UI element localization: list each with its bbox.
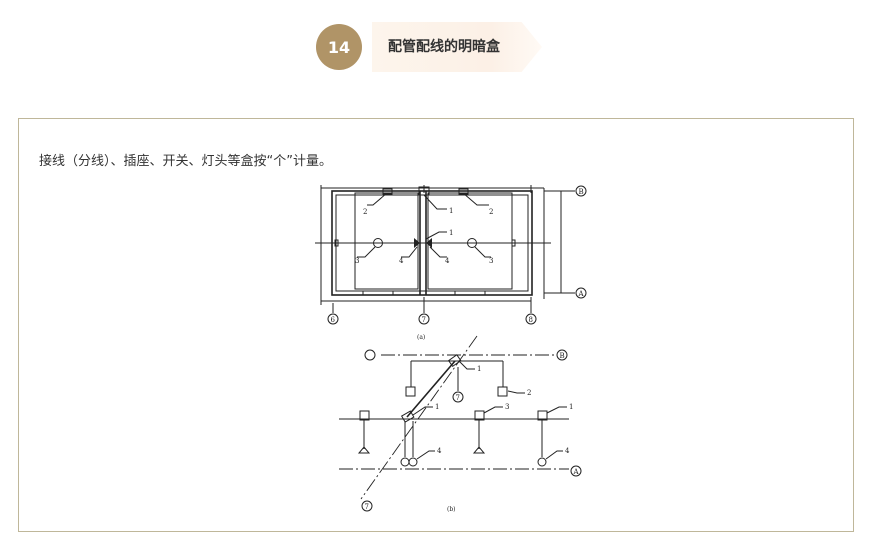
plan-a-callout-2: 2 bbox=[363, 208, 367, 216]
wiring-box-diagram: 1 2 2 1 3 4 4 3 B A 6 7 bbox=[315, 185, 587, 513]
isometric-view-b: B A 7 7 bbox=[339, 335, 582, 513]
view-b-axis-7-top: 7 bbox=[456, 394, 460, 402]
plan-a-callout-8: 3 bbox=[489, 257, 493, 265]
section-header: 14 配管配线的明暗盒 bbox=[316, 20, 556, 76]
plan-a-callout-4: 1 bbox=[449, 229, 453, 237]
view-b-callout-6: 4 bbox=[437, 447, 442, 455]
title-banner bbox=[372, 22, 542, 72]
view-b-callout-5: 1 bbox=[569, 403, 573, 411]
view-b-callout-2: 2 bbox=[527, 389, 531, 397]
view-b-callout-1: 1 bbox=[477, 365, 481, 373]
plan-a-callout-1: 1 bbox=[449, 207, 453, 215]
plan-a-callout-3: 2 bbox=[489, 208, 493, 216]
plan-view-a: 1 2 2 1 3 4 4 3 B A 6 7 bbox=[315, 185, 587, 341]
plan-a-axis-6: 6 bbox=[331, 316, 336, 324]
plan-a-axis-a: A bbox=[578, 290, 585, 298]
plan-a-callout-7: 4 bbox=[445, 257, 450, 265]
description-text: 接线（分线）、插座、开关、灯头等盒按“个”计量。 bbox=[39, 154, 332, 169]
view-b-axis-7-bottom: 7 bbox=[365, 503, 369, 511]
section-title: 配管配线的明暗盒 bbox=[388, 39, 500, 55]
view-b-axis-b: B bbox=[560, 352, 565, 360]
view-b-callout-7: 4 bbox=[565, 447, 570, 455]
plan-a-axis-7: 7 bbox=[422, 316, 426, 324]
plan-a-axis-b: B bbox=[579, 188, 584, 196]
section-number-badge: 14 bbox=[316, 24, 362, 70]
plan-a-callout-6: 4 bbox=[399, 257, 404, 265]
view-b-callout-3: 1 bbox=[435, 403, 439, 411]
view-b-callout-4: 3 bbox=[505, 403, 509, 411]
plan-a-axis-8: 8 bbox=[529, 316, 533, 324]
plan-a-callout-5: 3 bbox=[355, 257, 359, 265]
view-b-axis-a: A bbox=[573, 468, 580, 476]
plan-a-caption: (a) bbox=[417, 334, 425, 341]
view-b-caption: (b) bbox=[447, 506, 456, 513]
content-card: 接线（分线）、插座、开关、灯头等盒按“个”计量。 bbox=[18, 118, 854, 532]
